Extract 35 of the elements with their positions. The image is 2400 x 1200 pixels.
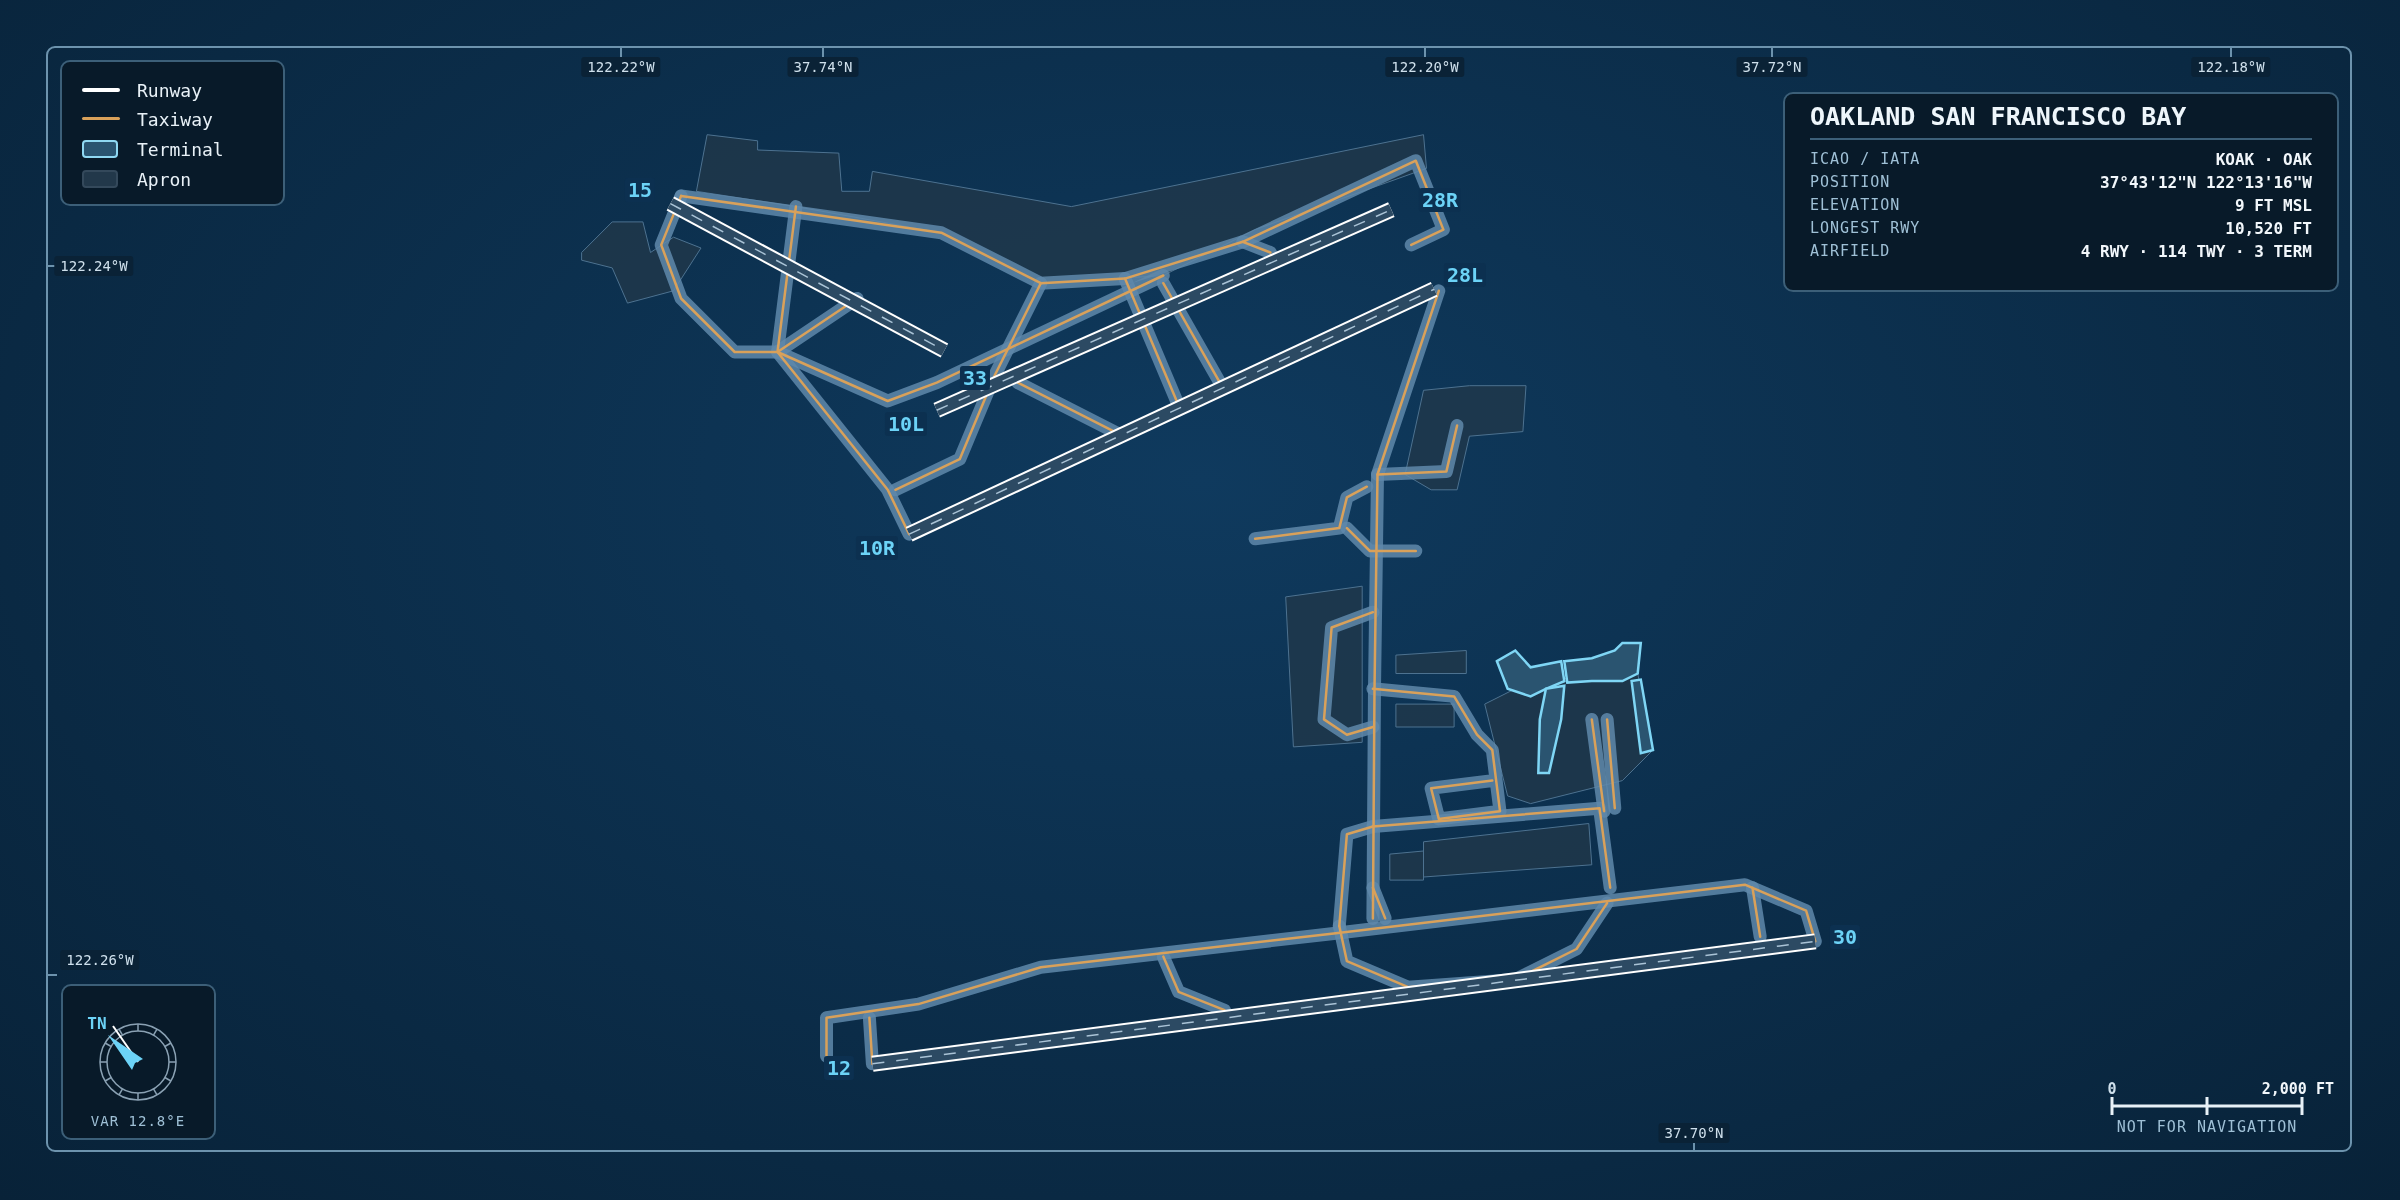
info-key: ELEVATION bbox=[1810, 196, 1901, 214]
airport-title: OAKLAND SAN FRANCISCO BAY bbox=[1810, 101, 2187, 131]
runway-number: 12 bbox=[823, 1056, 855, 1080]
scale-label: 2,000 FT bbox=[2261, 1080, 2334, 1098]
coordinate-label: 37.70°N bbox=[1658, 1123, 1730, 1143]
coordinate-label: 122.20°W bbox=[1385, 57, 1465, 77]
info-key: POSITION bbox=[1810, 173, 1891, 191]
coordinate-label: 122.22°W bbox=[581, 57, 661, 77]
legend-label: Apron bbox=[137, 168, 192, 190]
info-value: KOAK · OAK bbox=[2215, 149, 2312, 169]
info-key: AIRFIELD bbox=[1810, 242, 1891, 260]
coordinate-label: 122.24°W bbox=[54, 256, 134, 276]
info-key: LONGEST RWY bbox=[1810, 219, 1921, 237]
runway-number: 30 bbox=[1829, 925, 1861, 949]
info-key: ICAO / IATA bbox=[1810, 150, 1921, 168]
magnetic-variation-label: VAR 12.8°E bbox=[90, 1113, 186, 1129]
legend-label: Terminal bbox=[137, 138, 224, 160]
scale-label: 0 bbox=[2107, 1080, 2117, 1098]
info-value: 9 FT MSL bbox=[2234, 195, 2312, 215]
runway-number: 10R bbox=[855, 536, 899, 560]
runway-number: 33 bbox=[959, 366, 991, 390]
coordinate-label: 122.26°W bbox=[60, 950, 140, 970]
info-value: 37°43'12"N 122°13'16"W bbox=[2100, 172, 2312, 192]
runway-number: 28R bbox=[1418, 188, 1462, 212]
disclaimer-note: NOT FOR NAVIGATION bbox=[2116, 1118, 2298, 1136]
info-value: 10,520 FT bbox=[2225, 218, 2312, 238]
true-north-label: TN bbox=[87, 1013, 107, 1033]
runway-number: 28L bbox=[1443, 263, 1487, 287]
runway-number: 10L bbox=[884, 412, 928, 436]
legend-label: Taxiway bbox=[137, 108, 213, 130]
coordinate-label: 122.18°W bbox=[2191, 57, 2271, 77]
legend-label: Runway bbox=[137, 79, 203, 101]
info-value: 4 RWY · 114 TWY · 3 TERM bbox=[2080, 241, 2312, 261]
coordinate-label: 37.72°N bbox=[1736, 57, 1808, 77]
coordinate-label: 37.74°N bbox=[787, 57, 859, 77]
